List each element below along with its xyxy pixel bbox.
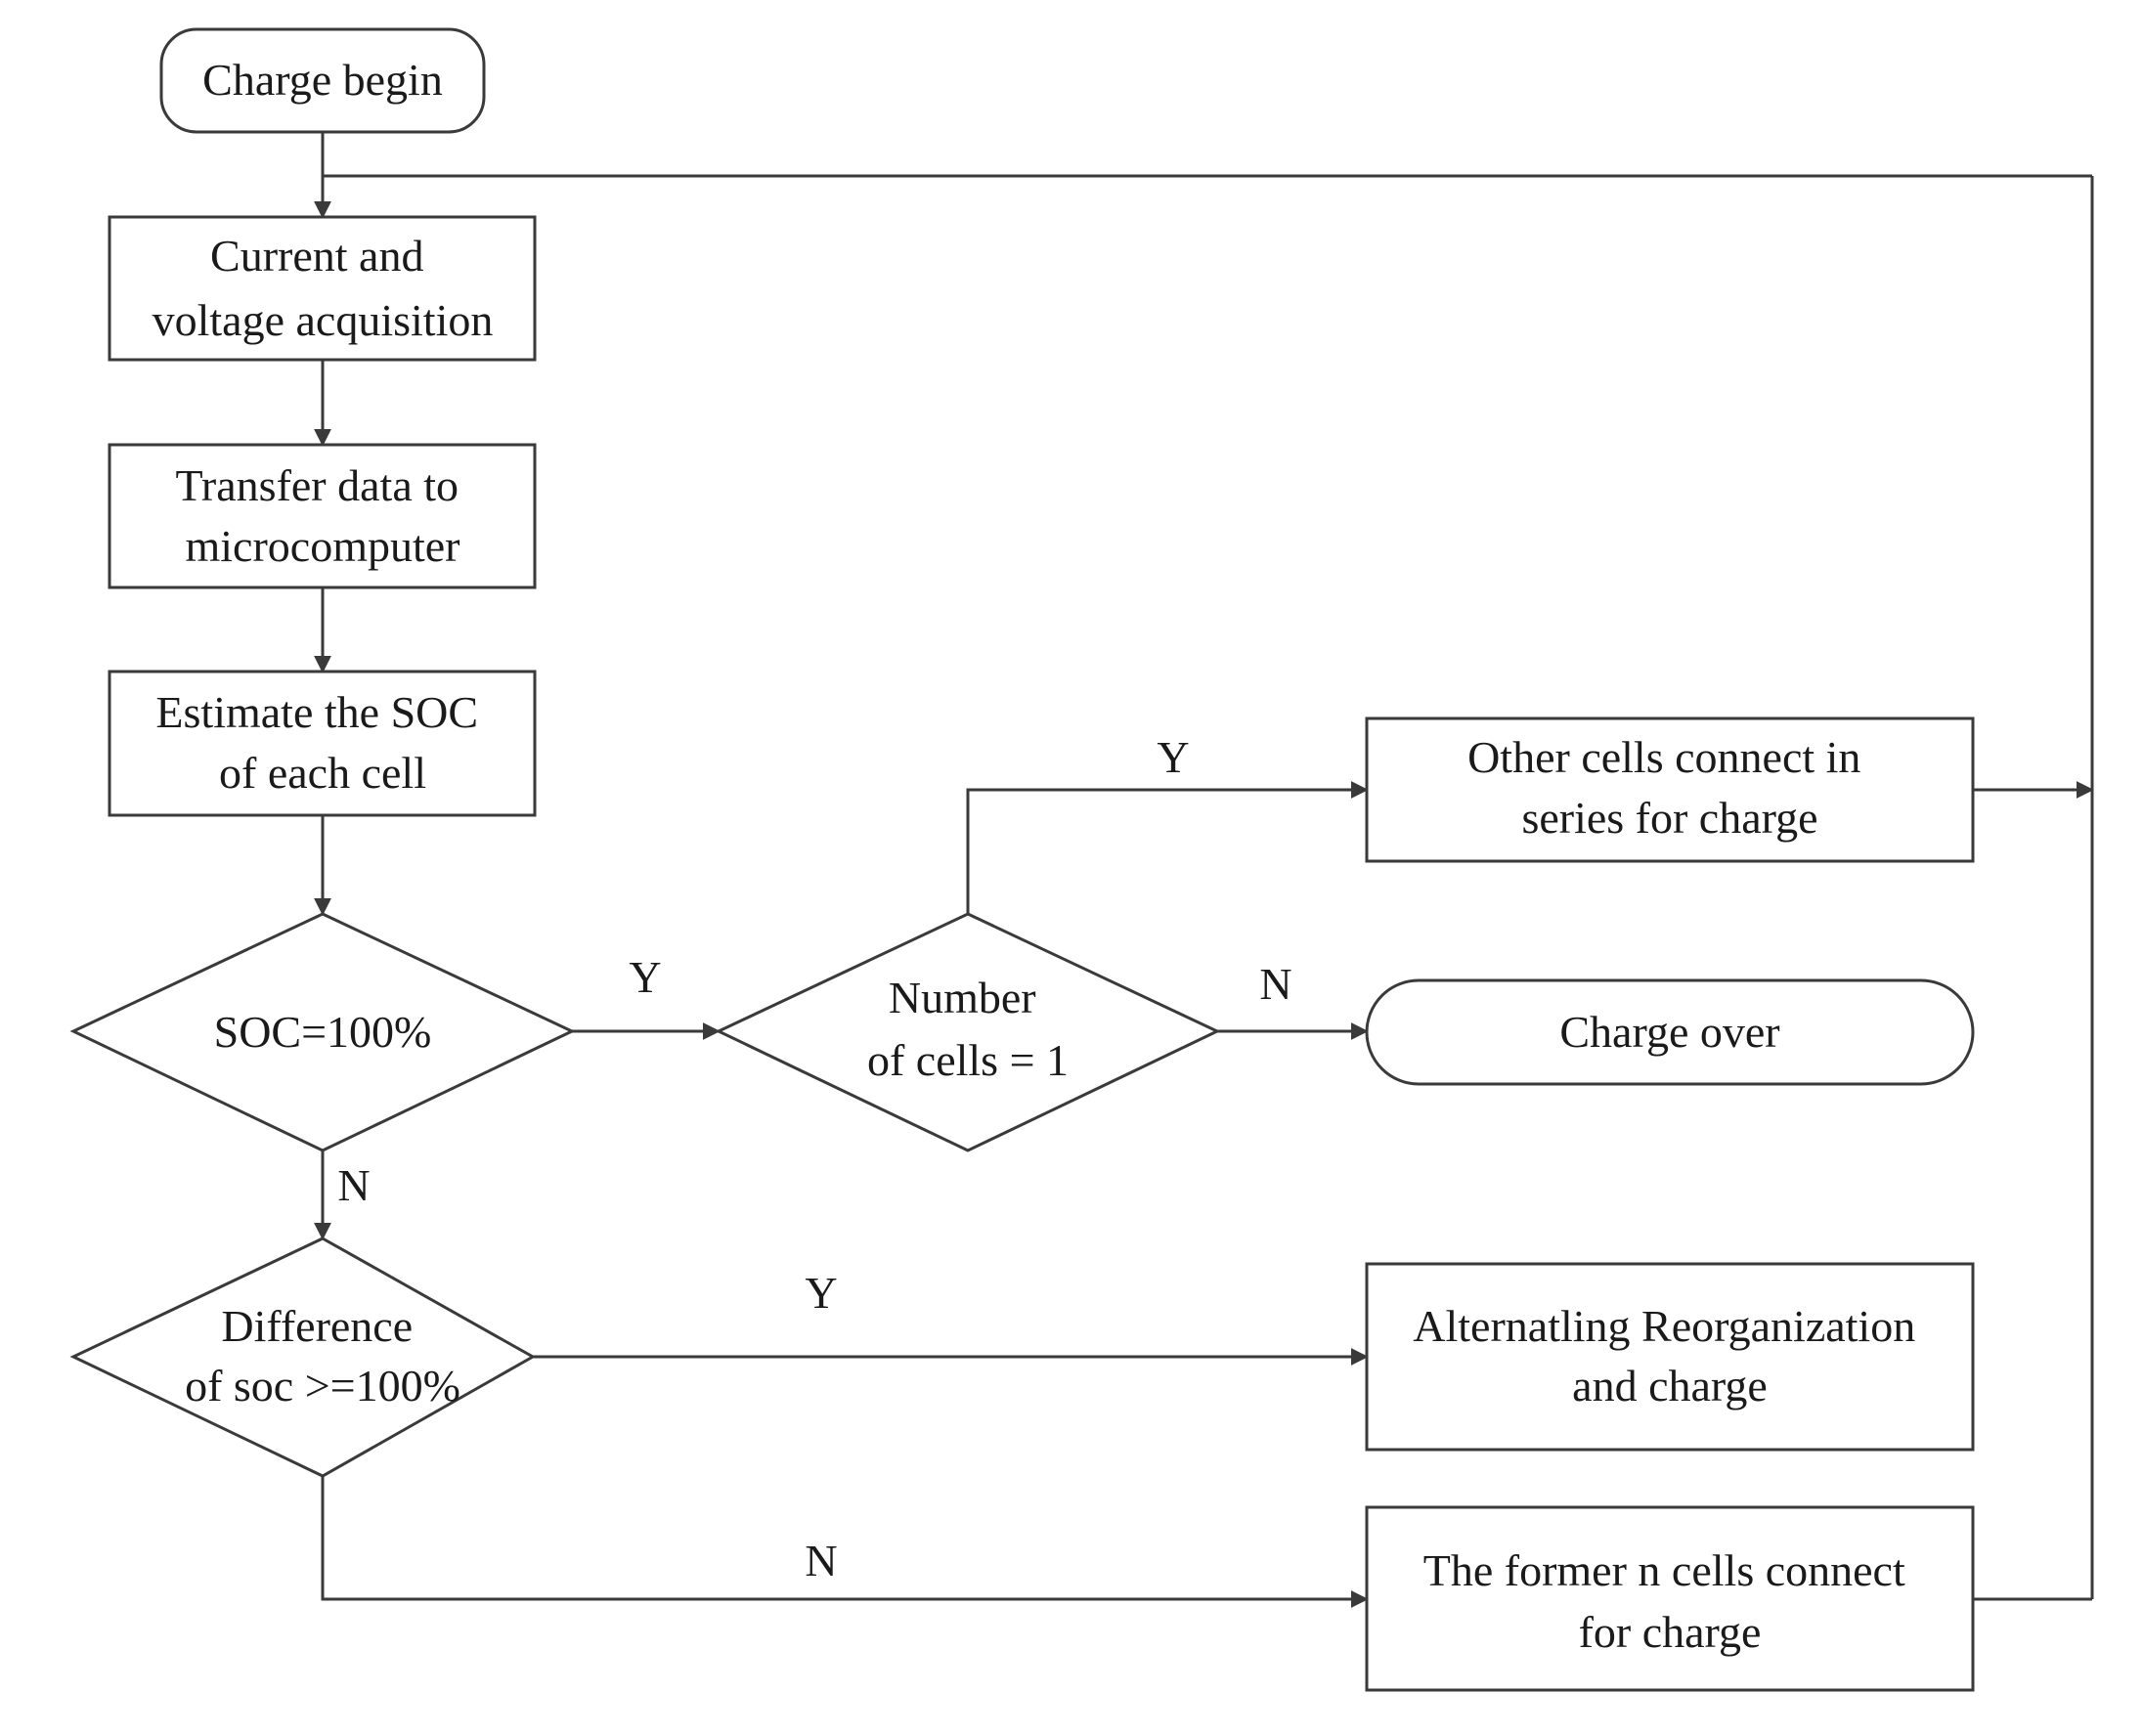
edge-cells-yes — [966, 781, 1369, 914]
node-other-cells-label: Other cells connect in series for charge — [1467, 732, 1872, 843]
node-estimate-label: Estimate the SOC of each cell — [155, 687, 489, 798]
label-soc-yes: Y — [629, 952, 661, 1002]
node-former-n-cells-label: The former n cells connect for charge — [1423, 1545, 1917, 1657]
node-current-voltage-acquisition: Current and voltage acquisition — [108, 215, 537, 362]
node-alternating-reorganization: Alternatling Reorganization and charge — [1365, 1262, 1975, 1452]
node-charge-over-label: Charge over — [1559, 1007, 1779, 1057]
node-charge-begin-label: Charge begin — [202, 55, 443, 105]
node-acquisition-label: Current and voltage acquisition — [153, 231, 494, 345]
decision-soc-100-label: SOC=100% — [214, 1007, 432, 1057]
label-cells-no: N — [1259, 959, 1291, 1009]
edge-labels: Y N Y N Y N — [337, 732, 1291, 1585]
node-charge-begin: Charge begin — [159, 27, 486, 134]
connectors — [314, 132, 2094, 1608]
decision-soc-100: SOC=100% — [69, 912, 576, 1152]
node-transfer-label: Transfer data to microcomputer — [175, 460, 469, 571]
node-estimate-soc: Estimate the SOC of each cell — [108, 670, 537, 817]
node-charge-over: Charge over — [1365, 978, 1975, 1086]
decision-number-of-cells-label: Number of cells = 1 — [867, 973, 1069, 1085]
decision-difference-soc-label: Difference of soc >=100% — [185, 1301, 460, 1410]
label-cells-yes: Y — [1157, 732, 1189, 782]
label-diff-no: N — [805, 1536, 837, 1585]
node-former-n-cells: The former n cells connect for charge — [1365, 1505, 1975, 1692]
decision-difference-soc: Difference of soc >=100% — [69, 1237, 537, 1478]
node-alternating-label: Alternatling Reorganization and charge — [1413, 1301, 1926, 1410]
label-diff-yes: Y — [805, 1268, 837, 1318]
node-other-cells-series: Other cells connect in series for charge — [1365, 716, 1975, 863]
edge-diff-no — [321, 1476, 1369, 1608]
label-soc-no: N — [337, 1160, 370, 1210]
decision-number-of-cells: Number of cells = 1 — [715, 912, 1221, 1152]
node-transfer-data: Transfer data to microcomputer — [108, 443, 537, 589]
